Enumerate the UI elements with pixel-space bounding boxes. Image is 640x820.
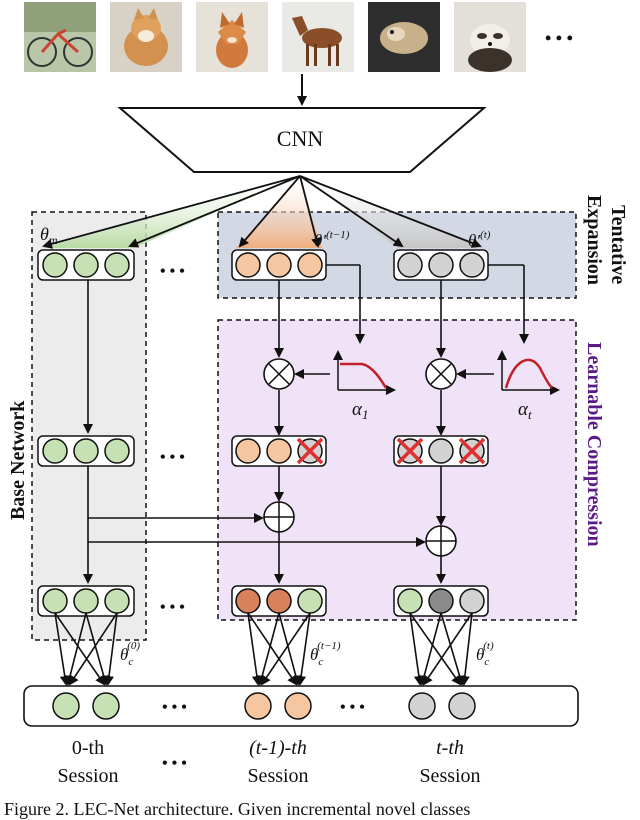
output-ellipsis-1: • • • [162, 699, 187, 716]
row3-ellipsis: • • • [160, 599, 185, 616]
alpha-t-label: αt [518, 399, 532, 422]
compression-path-t [436, 264, 529, 584]
expansion-feature-row-t [393, 249, 489, 281]
image-fox [196, 2, 268, 72]
classifier-edges-t1 [247, 612, 311, 686]
add-node-t1 [263, 501, 295, 533]
image-ferret [454, 2, 526, 72]
multiply-node-t1 [263, 358, 295, 390]
expansion-label: Expansion [583, 195, 605, 285]
session-ellipsis: • • • [162, 755, 187, 772]
compressed-row-t [393, 435, 489, 467]
theta-ct-label: θc(t) [476, 640, 494, 668]
cnn-block [117, 107, 487, 173]
alpha-1-label: α1 [352, 399, 368, 422]
theta-ct1-label: θc(t−1) [310, 640, 341, 668]
images-ellipsis: • • • [545, 28, 573, 48]
tentative-label: Tentative [607, 205, 629, 284]
row1-ellipsis: • • • [160, 263, 185, 280]
output-nodes-t [408, 692, 476, 720]
classifier-edges-t [409, 612, 473, 686]
cnn-label: CNN [277, 126, 324, 151]
output-nodes-0 [52, 692, 120, 720]
classifier-edges-0 [54, 612, 118, 686]
session-0-line2: Session [57, 765, 118, 787]
theta-prime-t1-label: θ′(t−1) [314, 229, 350, 250]
base-feature-row-2 [37, 435, 135, 467]
base-feature-row-3 [37, 585, 135, 617]
merged-row-t [393, 585, 489, 617]
add-node-t [425, 525, 457, 557]
output-ellipsis-2: • • • [340, 699, 365, 716]
session-0-line1: 0-th [72, 737, 104, 759]
compression-path-t1 [274, 264, 365, 584]
image-hamster [368, 2, 440, 72]
pruned-cross-icon [458, 437, 486, 465]
output-nodes-t1 [244, 692, 312, 720]
image-horse [282, 2, 354, 72]
multiply-node-t [425, 358, 457, 390]
compressed-row-t1 [231, 435, 327, 467]
theta-prime-t-label: θ′(t) [468, 229, 491, 250]
figure-caption: Figure 2. LEC-Net architecture. Given in… [4, 799, 470, 819]
session-t-line2: Session [419, 765, 480, 787]
image-shiba-dog [110, 2, 182, 72]
skip-connections [88, 513, 426, 547]
alpha-1-plot [333, 350, 396, 395]
session-t-line1: t-th [436, 737, 464, 759]
pruned-cross-icon [296, 437, 324, 465]
theta-c0-label: θc(0) [120, 640, 140, 668]
base-feature-row-1 [37, 249, 135, 281]
wedge-orange [236, 176, 322, 248]
expansion-feature-row-t1 [231, 249, 327, 281]
merged-row-t1 [231, 585, 327, 617]
alpha-t-plot [497, 350, 560, 395]
session-t1-line1: (t-1)-th [249, 737, 307, 759]
cnn-fanout-arrows [42, 175, 482, 249]
input-images: • • • [24, 2, 573, 72]
learnable-compression-label: Learnable Compression [583, 342, 605, 547]
row2-ellipsis: • • • [160, 449, 185, 466]
pruned-cross-icon [396, 437, 424, 465]
image-bicycle [24, 2, 96, 72]
theta-m-label: θm [40, 224, 58, 247]
base-network-label: Base Network [7, 400, 29, 520]
session-t1-line2: Session [247, 765, 308, 787]
